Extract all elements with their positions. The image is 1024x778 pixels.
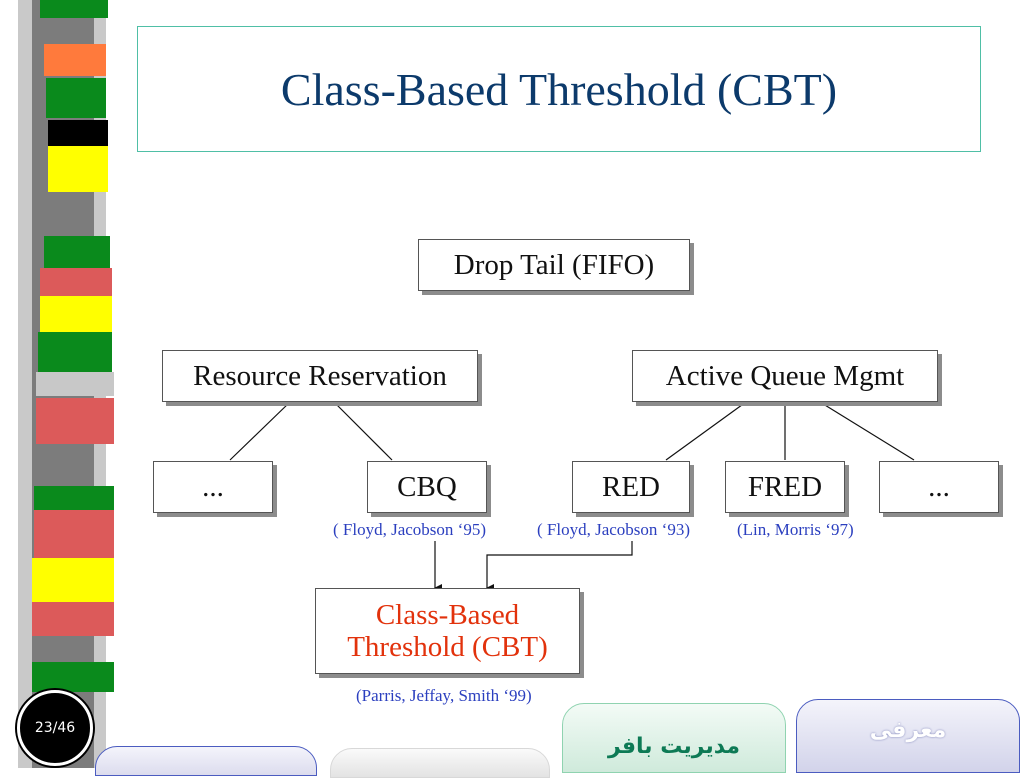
node-fred: FRED — [725, 461, 845, 513]
nav-tab-middle[interactable] — [330, 748, 550, 778]
strip-segment — [32, 558, 114, 602]
nav-tab-buffer-management[interactable]: مدیریت بافر — [562, 703, 786, 773]
node-ellipsis-right: ... — [879, 461, 999, 513]
node-cbt: Class-Based Threshold (CBT) — [315, 588, 580, 674]
slide-title: Class-Based Threshold (CBT) — [280, 63, 838, 115]
strip-segment — [36, 398, 114, 444]
nav-tab-introduction-label: معرفی — [869, 718, 947, 743]
node-drop-tail-label: Drop Tail (FIFO) — [453, 248, 655, 281]
edge-resource-to-cbq — [333, 401, 393, 461]
node-resource-reservation-label: Resource Reservation — [193, 359, 447, 392]
page-number: 23/46 — [34, 720, 76, 736]
edge-aqm-to-ellipsis-right — [819, 401, 915, 461]
strip-segment — [36, 372, 114, 396]
strip-segment — [46, 78, 106, 118]
node-ellipsis-right-label: ... — [928, 470, 950, 503]
citation-cbt: (Parris, Jeffay, Smith ‘99) — [356, 686, 532, 705]
strip-segment — [32, 602, 114, 636]
page-number-badge: 23/46 — [17, 690, 93, 766]
node-red: RED — [572, 461, 690, 513]
node-cbt-line1: Class-Based — [375, 599, 520, 631]
strip-segment — [32, 662, 114, 692]
strip-segment — [40, 268, 112, 296]
nav-tab-left[interactable] — [95, 746, 317, 776]
citation-fred: (Lin, Morris ‘97) — [737, 520, 854, 539]
strip-segment — [44, 44, 106, 76]
node-cbt-line2: Threshold (CBT) — [347, 631, 548, 663]
node-cbq: CBQ — [367, 461, 487, 513]
edge-aqm-to-red — [665, 401, 747, 461]
decorative-strip — [18, 0, 114, 768]
nav-tab-buffer-management-label: مدیریت بافر — [607, 734, 741, 759]
node-drop-tail: Drop Tail (FIFO) — [418, 239, 690, 291]
title-box: Class-Based Threshold (CBT) — [137, 26, 981, 152]
node-ellipsis-left: ... — [153, 461, 273, 513]
node-cbq-label: CBQ — [397, 470, 457, 503]
strip-segment — [44, 236, 110, 268]
edge-red-to-cbt — [486, 541, 633, 592]
nav-tab-introduction[interactable]: معرفی — [796, 699, 1020, 773]
node-resource-reservation: Resource Reservation — [162, 350, 478, 402]
strip-segment — [34, 510, 114, 558]
strip-segment — [40, 296, 112, 332]
node-active-queue-mgmt: Active Queue Mgmt — [632, 350, 938, 402]
edge-resource-to-ellipsis-left — [229, 401, 291, 461]
node-ellipsis-left-label: ... — [202, 470, 224, 503]
strip-segment — [34, 486, 114, 510]
strip-segment — [48, 120, 108, 146]
strip-segment — [40, 0, 108, 18]
strip-segment — [38, 332, 112, 372]
strip-segment — [48, 146, 108, 192]
node-fred-label: FRED — [747, 470, 823, 503]
citation-red: ( Floyd, Jacobson ‘93) — [537, 520, 690, 539]
node-active-queue-mgmt-label: Active Queue Mgmt — [665, 359, 905, 392]
node-red-label: RED — [602, 470, 660, 503]
citation-cbq: ( Floyd, Jacobson ‘95) — [333, 520, 486, 539]
